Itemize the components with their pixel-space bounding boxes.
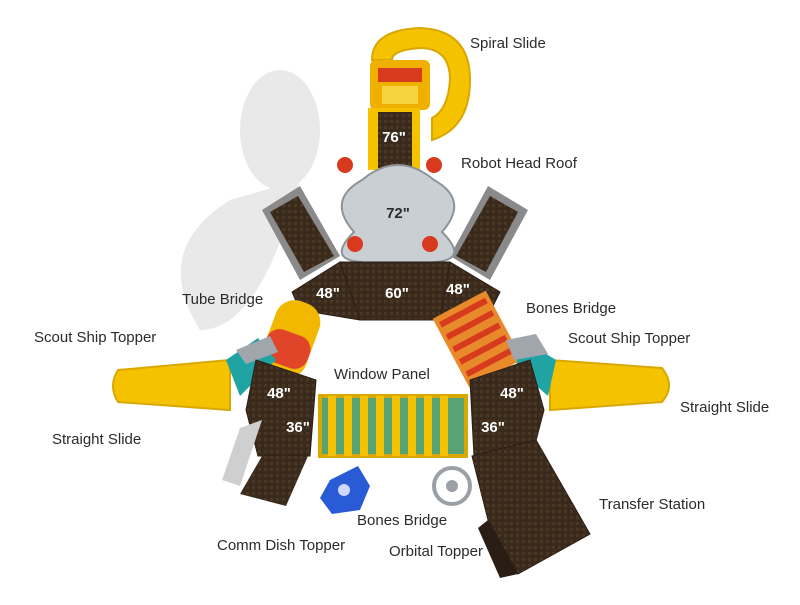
label-orbital-topper: Orbital Topper [389, 543, 483, 560]
label-transfer-station: Transfer Station [599, 496, 706, 513]
lower-left-ladder [222, 420, 308, 506]
label-window-panel: Window Panel [334, 366, 430, 383]
tube-bridge [261, 300, 321, 378]
label-spiral-slide: Spiral Slide [470, 35, 546, 52]
upper-right-deck-height: 48" [446, 281, 470, 298]
orbital-topper [432, 466, 472, 506]
top-deck [368, 108, 420, 170]
spiral-slide [370, 26, 472, 142]
left-deck-height: 48" [267, 385, 291, 402]
label-tube-bridge: Tube Bridge [182, 291, 264, 308]
label-straight-slide-left: Straight Slide [52, 431, 142, 448]
transfer-station [471, 439, 591, 578]
upper-left-stairs [262, 186, 340, 280]
top-deck-height: 76" [382, 129, 406, 146]
scout-ship-topper-left [226, 336, 278, 396]
label-bones-bridge-right: Bones Bridge [526, 300, 617, 317]
window-panel-bridge [318, 394, 468, 458]
scout-ship-topper-right [506, 334, 556, 396]
bones-bridge-right [432, 290, 523, 388]
straight-slide-left [112, 358, 231, 412]
right-deck-height: 48" [500, 385, 524, 402]
robot-head-deck-height: 72" [386, 205, 410, 222]
straight-slide-right [549, 358, 670, 412]
center-deck-height: 60" [385, 285, 409, 302]
upper-left-deck-height: 48" [316, 285, 340, 302]
label-scout-ship-topper-left: Scout Ship Topper [34, 329, 157, 346]
label-straight-slide-right: Straight Slide [680, 399, 770, 416]
left-decks [245, 359, 317, 457]
center-decks [291, 261, 501, 321]
label-scout-ship-topper-right: Scout Ship Topper [568, 330, 691, 347]
lower-left-deck-height: 36" [286, 419, 310, 436]
label-robot-head-roof: Robot Head Roof [461, 155, 577, 172]
comm-dish-topper [320, 466, 370, 514]
label-comm-dish-topper: Comm Dish Topper [217, 537, 346, 554]
lower-right-deck-height: 36" [481, 419, 505, 436]
label-bones-bridge-bottom: Bones Bridge [357, 512, 448, 529]
right-decks [469, 359, 545, 457]
upper-right-stairs [450, 186, 528, 280]
